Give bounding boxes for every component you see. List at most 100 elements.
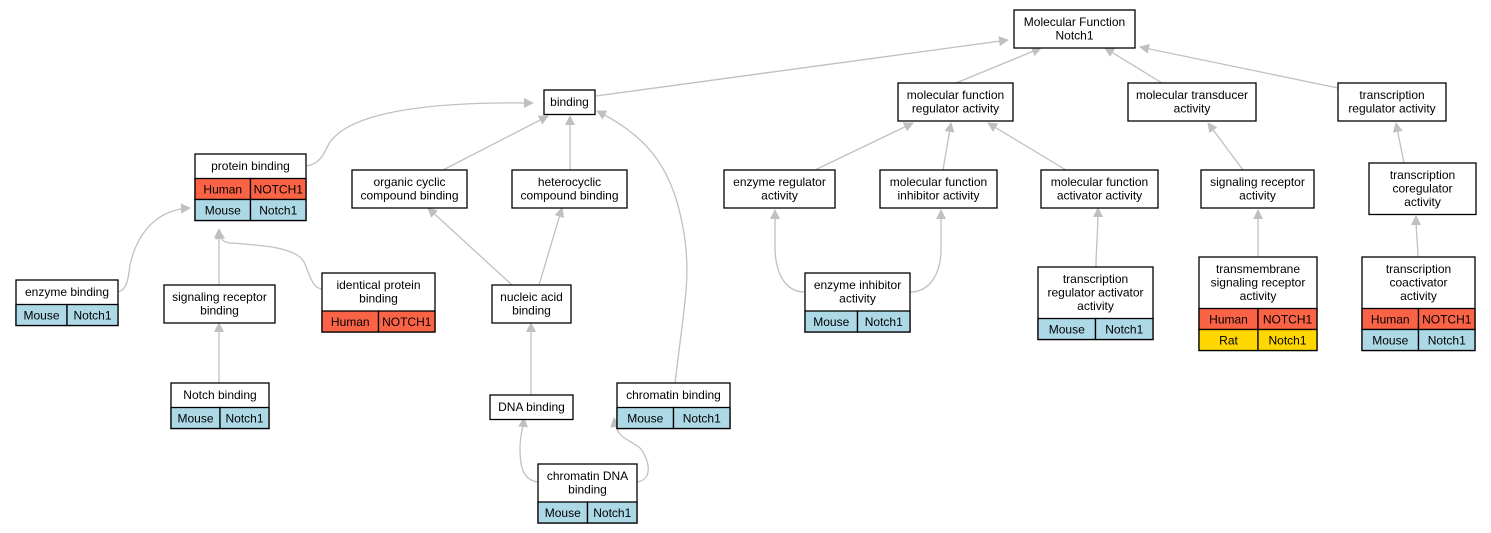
node-label: activity [1239,189,1276,203]
species-label: Mouse [205,204,241,218]
edge-binding-to-mf [595,36,1009,97]
species-label: Human [331,315,370,329]
node-label: Notch1 [1055,29,1093,43]
node-box [511,169,628,209]
node-label: coregulator [1392,182,1452,196]
node-label: binding [359,292,398,306]
gene-cell [1417,328,1476,352]
gene-cell [249,198,307,222]
node-label: chromatin binding [626,388,721,402]
edge-eb-to-pb [117,203,191,293]
edge-mfia-to-mfra [942,122,955,171]
node-label: activity [761,189,798,203]
gene-label: Notch1 [259,204,297,218]
node-label: activity [1400,289,1437,303]
node-label: heterocyclic [538,175,601,189]
node-label: transmembrane [1216,262,1300,276]
gene-cell [856,310,911,333]
species-label: Human [1209,313,1248,327]
species-label: Mouse [1372,334,1408,348]
node-label: identical protein [336,278,420,292]
node-binding[interactable]: binding [543,89,596,116]
node-label: binding [568,483,607,497]
node-label: signaling receptor [172,290,267,304]
node-label: binding [512,304,551,318]
node-label: regulator activity [1348,102,1435,116]
edge-eia-to-mfia [909,209,946,293]
edge-mfra-to-mf [955,46,1042,84]
node-label: molecular function [890,175,987,189]
node-label: activity [1174,102,1211,116]
node-label: activity [1404,195,1441,209]
node-label: compound binding [520,189,618,203]
node-box [1337,82,1447,122]
node-label: organic cyclic [373,175,445,189]
gene-cell [377,310,436,333]
node-label: chromatin DNA [547,469,628,483]
edge-occb-to-binding [442,115,549,171]
node-label: enzyme regulator [733,175,826,189]
node-label: DNA binding [498,400,565,414]
node-label: signaling receptor [1210,175,1305,189]
node-box [1040,169,1159,209]
edge-cb-to-binding [596,110,688,384]
species-label: Mouse [545,506,581,520]
node-dnab[interactable]: DNA binding [489,394,574,421]
gene-label: Notch1 [225,412,263,426]
node-label: inhibitor activity [897,189,979,203]
node-label: enzyme binding [25,285,109,299]
edge-tcra-to-tra [1392,122,1405,164]
edge-nab-to-hcb [538,207,565,286]
node-label: molecular transducer [1136,88,1248,102]
edges-layer [117,36,1422,483]
gene-cell [1094,317,1154,341]
node-box [543,89,596,116]
node-box [163,284,276,324]
node-label: transcription [1386,262,1451,276]
gene-label: Notch1 [683,412,721,426]
species-label: Human [203,183,242,197]
edge-traa-to-mfaa [1092,207,1103,268]
node-label: binding [200,304,239,318]
node-box [897,82,1014,122]
node-box [491,284,572,324]
node-label: protein binding [211,159,290,173]
node-label: Molecular Function [1024,15,1125,29]
gene-label: NOTCH1 [1263,313,1313,327]
gene-cell [672,406,731,430]
node-label: activator activity [1057,189,1142,203]
species-label: Mouse [1049,323,1085,337]
gene-cell [219,406,270,430]
node-label: activity [839,292,876,306]
species-label: Mouse [813,315,849,329]
node-box [1013,9,1136,49]
node-label: transcription [1390,168,1455,182]
edge-era-to-mfra [814,122,914,171]
node-label: compound binding [360,189,458,203]
edge-nab-to-occb [427,207,513,286]
